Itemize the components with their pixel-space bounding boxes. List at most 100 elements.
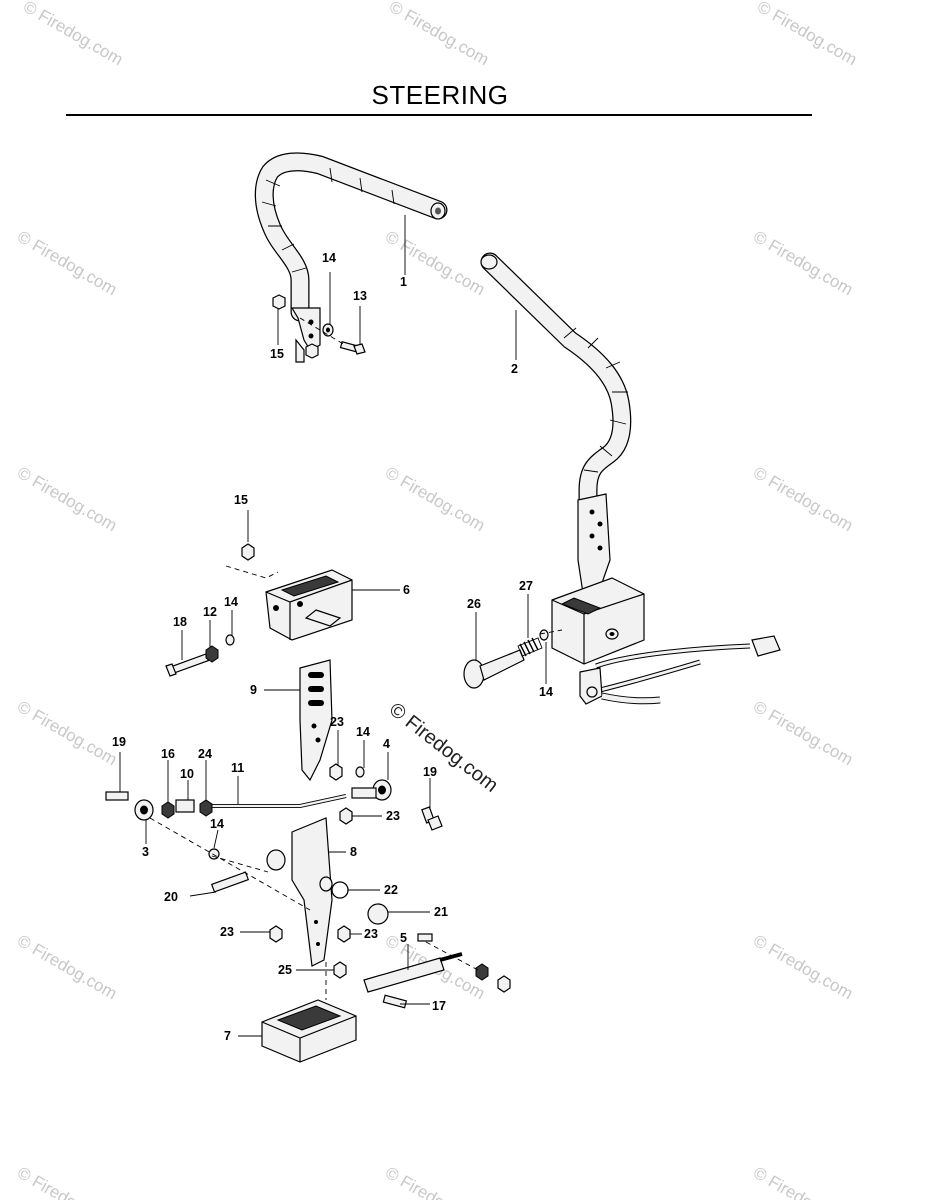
callout-23-lower-right: 23: [364, 927, 378, 941]
washer-22: [331, 881, 349, 899]
bolt-20: [210, 871, 250, 893]
callout-15-bracket: 15: [234, 493, 248, 507]
watermark: © Firedog.com: [754, 0, 860, 69]
hex-nut-15-top: [272, 294, 286, 310]
nut-23-mid: [339, 807, 353, 825]
watermark: © Firedog.com: [14, 697, 120, 769]
callout-13: 13: [353, 289, 367, 303]
callout-24: 24: [198, 747, 212, 761]
hex-nut-15-bracket: [241, 543, 255, 561]
washer-14-bracket: [225, 634, 235, 646]
damper-5: [363, 952, 463, 993]
washer-14-link: [355, 766, 365, 778]
callout-14-top: 14: [322, 251, 336, 265]
nut-25: [333, 961, 347, 979]
rod-11: [212, 794, 347, 808]
callout-7: 7: [224, 1029, 231, 1043]
washer-14-lower: [208, 848, 220, 860]
spring-27: [517, 637, 543, 657]
callout-1: 1: [400, 275, 407, 289]
page-title: STEERING: [371, 80, 509, 110]
steering-console-right: [551, 577, 781, 705]
callout-18: 18: [173, 615, 187, 629]
watermark: © Firedog.com: [386, 0, 492, 69]
watermark-center: © Firedog.com: [385, 699, 502, 797]
callout-3: 3: [142, 845, 149, 859]
nut-right-5: [475, 963, 511, 993]
nut-23-lower-right: [337, 925, 351, 943]
bolt-17: [382, 994, 408, 1009]
bushing-arm: [266, 849, 286, 871]
callout-25: 25: [278, 963, 292, 977]
callout-23-mid: 23: [386, 809, 400, 823]
watermark: © Firedog.com: [14, 463, 120, 535]
callout-14-bracket: 14: [224, 595, 238, 609]
watermark: © Firedog.com: [14, 931, 120, 1003]
callout-4: 4: [383, 737, 390, 751]
callout-19-right: 19: [423, 765, 437, 779]
callout-5: 5: [400, 931, 407, 945]
callout-14-link: 14: [356, 725, 370, 739]
callout-23-lower-left: 23: [220, 925, 234, 939]
callout-10: 10: [180, 767, 194, 781]
watermark: © Firedog.com: [750, 1163, 856, 1200]
callout-8: 8: [350, 845, 357, 859]
callout-26: 26: [467, 597, 481, 611]
watermark: © Firedog.com: [14, 1163, 120, 1200]
watermark: © Firedog.com: [750, 227, 856, 299]
callout-2: 2: [511, 362, 518, 376]
nut-23-link: [329, 763, 343, 781]
washer-14-top: [322, 323, 334, 337]
callout-12: 12: [203, 605, 217, 619]
bolt-13-top: [339, 341, 366, 355]
callout-6: 6: [403, 583, 410, 597]
watermark: © Firedog.com: [382, 1163, 488, 1200]
hex-nut-15-lower: [305, 343, 319, 359]
watermark: © Firedog.com: [750, 931, 856, 1003]
watermark: © Firedog.com: [14, 227, 120, 299]
callout-19-left: 19: [112, 735, 126, 749]
bracket-6: [265, 569, 353, 641]
callout-20: 20: [164, 890, 178, 904]
sleeve-10: [175, 799, 195, 813]
ball-joint-3: [134, 799, 154, 821]
handle-right-part: [480, 252, 632, 601]
watermarks: © Firedog.com © Firedog.com © Firedog.co…: [14, 0, 860, 1200]
bolt-19-right: [421, 806, 443, 831]
callout-27: 27: [519, 579, 533, 593]
callout-15-top: 15: [270, 347, 284, 361]
callout-16: 16: [161, 747, 175, 761]
base-7: [261, 999, 357, 1063]
watermark: © Firedog.com: [382, 463, 488, 535]
lever-plate-9: [299, 659, 333, 782]
handle-left-part: [254, 152, 448, 363]
washer-14-right: [539, 629, 549, 641]
callouts: 1 2 3 4 5 6 7 8 9 10 11 12 13 14 14 14 1…: [112, 251, 553, 1043]
nut-12: [205, 645, 219, 663]
watermark: © Firedog.com: [20, 0, 126, 69]
bushing-21: [367, 903, 389, 925]
bolt-top-5: [417, 933, 433, 942]
title-rule: [66, 114, 812, 116]
callout-14-lower: 14: [210, 817, 224, 831]
callout-22: 22: [384, 883, 398, 897]
callout-21: 21: [434, 905, 448, 919]
callout-14-right: 14: [539, 685, 553, 699]
callout-11: 11: [231, 761, 244, 775]
arm-8: [291, 817, 333, 967]
callout-9: 9: [250, 683, 257, 697]
leader-lines: [119, 215, 563, 1037]
watermark: © Firedog.com: [750, 463, 856, 535]
bolt-18: [165, 653, 210, 677]
knob-26: [463, 649, 525, 689]
callout-17: 17: [432, 999, 446, 1013]
bolt-19-left: [105, 791, 129, 801]
callout-23-link: 23: [330, 715, 344, 729]
nut-23-lower-left: [269, 925, 283, 943]
ball-joint-4: [351, 779, 392, 801]
watermark: © Firedog.com: [382, 227, 488, 299]
nut-24: [199, 799, 213, 817]
nut-16: [161, 801, 175, 819]
watermark: © Firedog.com: [750, 697, 856, 769]
